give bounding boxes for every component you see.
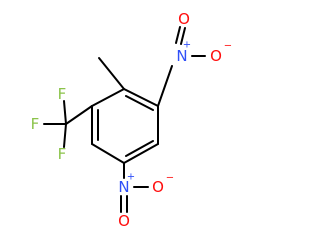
bond-n-o-up-a (180, 27, 186, 45)
trifluoromethyl-group: F F F (31, 85, 93, 163)
molecule-structure: N + O O − N + O O − F F F (31, 10, 233, 230)
methyl-bond (98, 57, 125, 90)
ring-bond-c1-c2 (123, 88, 159, 107)
nitro-bottom-n-label: N (118, 178, 129, 196)
nitro-bottom-o-down-label: O (118, 212, 130, 230)
cf3-f-bottom-label: F (58, 145, 67, 163)
nitro-top-n-charge: + (183, 40, 191, 51)
bond-c-f-top (63, 100, 67, 125)
cf3-f-left-label: F (31, 115, 40, 133)
nitro-bottom-o-charge: − (166, 173, 174, 184)
bond-c-f-bottom (63, 123, 67, 148)
ring-bond-c3-c4 (123, 143, 159, 164)
ring-bond-c1-c2-inner (125, 95, 154, 111)
nitro-top-o-charge: − (224, 41, 232, 52)
bond-c6-cf3 (65, 105, 93, 125)
nitro-top-o-up-label: O (178, 10, 190, 28)
nitro-bottom-o-right-label: O (152, 178, 164, 196)
nitro-top-n-label: N (176, 47, 187, 65)
nitro-group-bottom: N + O O − (118, 162, 174, 230)
bond-c2-n-top (157, 65, 173, 107)
ring-bond-c6-c1 (91, 88, 125, 107)
nitro-group-top: N + O O − (157, 10, 232, 107)
benzene-ring (91, 88, 159, 164)
cf3-f-top-label: F (58, 85, 67, 103)
nitro-bottom-n-charge: + (127, 172, 135, 183)
nitro-top-o-right-label: O (210, 47, 222, 65)
ring-bond-c3-c4-inner (125, 140, 154, 157)
bond-n-o-up-b (175, 26, 181, 44)
ring-bond-c4-c5 (91, 143, 125, 164)
